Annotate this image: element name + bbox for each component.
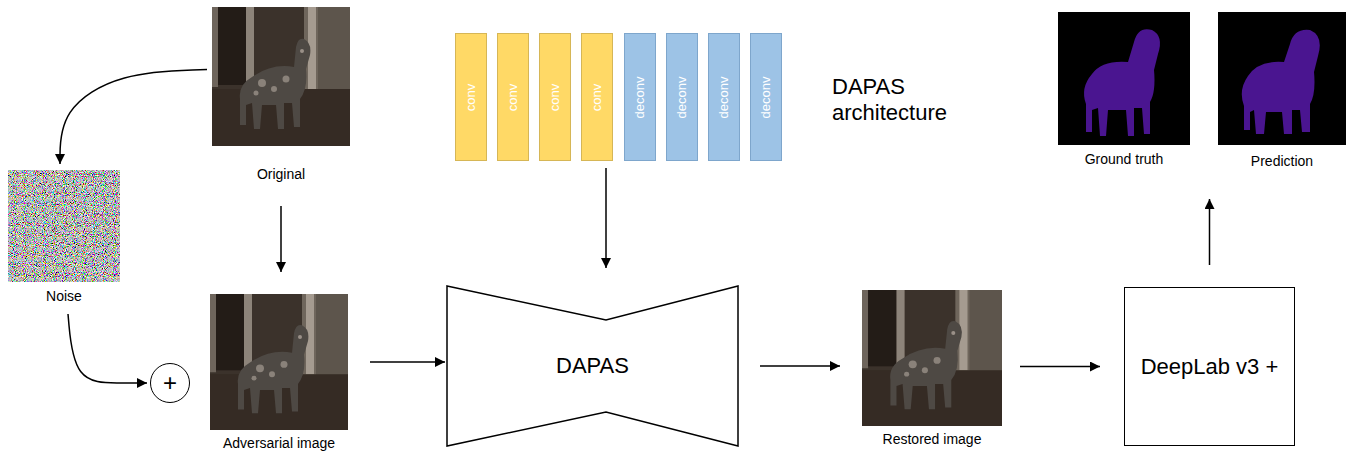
restored-photo bbox=[862, 290, 1002, 426]
deconv-layer: deconv bbox=[750, 33, 782, 161]
image-caption: Original bbox=[257, 166, 305, 182]
image-box: Original bbox=[212, 7, 350, 146]
hourglass-network: DAPAS bbox=[447, 286, 738, 446]
image-caption: Restored image bbox=[883, 431, 982, 447]
prediction-mask bbox=[1218, 12, 1346, 145]
ground-truth-mask bbox=[1058, 12, 1190, 145]
deconv-layer: deconv bbox=[624, 33, 656, 161]
node-label: deconv bbox=[633, 76, 648, 118]
image-box: Prediction bbox=[1218, 12, 1346, 145]
flow-arrow bbox=[1020, 366, 1100, 368]
node-label: conv bbox=[590, 83, 605, 110]
conv-layer: conv bbox=[455, 33, 487, 161]
diagram-label: DAPAS architecture bbox=[832, 74, 967, 126]
image-box: Adversarial image bbox=[210, 294, 348, 430]
deconv-layer: deconv bbox=[666, 33, 698, 161]
node-label: DAPAS bbox=[556, 353, 629, 379]
adversarial-photo bbox=[210, 294, 348, 430]
node-label: deconv bbox=[717, 76, 732, 118]
noise-image bbox=[8, 170, 120, 282]
image-caption: Adversarial image bbox=[223, 435, 335, 451]
flow-arrow bbox=[68, 314, 147, 383]
image-caption: Prediction bbox=[1251, 153, 1313, 169]
node-label: conv bbox=[464, 83, 479, 110]
node-label: conv bbox=[506, 83, 521, 110]
conv-layer: conv bbox=[539, 33, 571, 161]
node-label: DeepLab v3 + bbox=[1141, 354, 1279, 380]
node-label: deconv bbox=[759, 76, 774, 118]
conv-layer: conv bbox=[497, 33, 529, 161]
flow-arrow bbox=[280, 206, 282, 272]
flow-arrow bbox=[60, 70, 207, 164]
process-box: DeepLab v3 + bbox=[1124, 287, 1295, 446]
image-caption: Noise bbox=[46, 288, 82, 304]
deconv-layer: deconv bbox=[708, 33, 740, 161]
image-box: Restored image bbox=[862, 290, 1002, 426]
flow-arrow bbox=[370, 361, 445, 363]
flow-arrow bbox=[1209, 199, 1211, 265]
image-caption: Ground truth bbox=[1085, 151, 1164, 167]
flow-arrow bbox=[605, 168, 607, 268]
sum-circle: + bbox=[150, 363, 190, 403]
flow-arrow bbox=[760, 365, 840, 367]
original-photo bbox=[212, 7, 350, 146]
conv-layer: conv bbox=[581, 33, 613, 161]
image-box: Ground truth bbox=[1058, 12, 1190, 145]
node-label: deconv bbox=[675, 76, 690, 118]
image-box: Noise bbox=[8, 170, 120, 282]
node-label: conv bbox=[548, 83, 563, 110]
node-label: + bbox=[163, 371, 177, 395]
